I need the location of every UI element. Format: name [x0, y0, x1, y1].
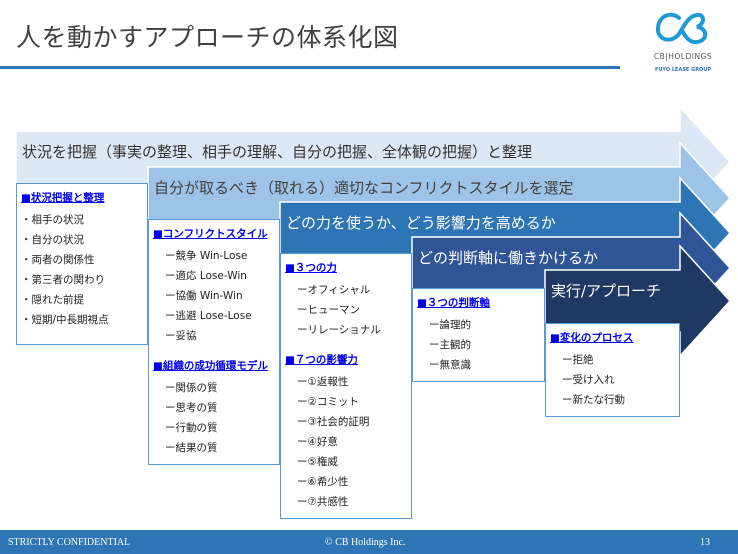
- page-number: 13: [700, 537, 710, 548]
- list-item: ・自分の状況: [21, 234, 84, 246]
- list-item: ー①返報性: [297, 376, 349, 388]
- list-item: ー行動の質: [165, 422, 218, 434]
- band-label-5: 実行/アプローチ: [551, 282, 662, 300]
- list-item: ー③社会的証明: [297, 416, 370, 428]
- section-heading-link[interactable]: ■７つの影響力: [285, 354, 358, 366]
- detail-box-4: ■３つの判断軸ー論理的ー主観的ー無意識: [412, 288, 545, 382]
- title-underline: [0, 66, 620, 69]
- list-item: ーヒューマン: [297, 304, 360, 316]
- list-item: ー結果の質: [165, 442, 218, 454]
- list-item: ーオフィシャル: [297, 284, 371, 296]
- list-item: ー関係の質: [165, 382, 218, 394]
- section-heading-link[interactable]: ■３つの判断軸: [417, 297, 490, 309]
- list-item: ・隠れた前提: [21, 294, 84, 306]
- list-item: ・第三者の関わり: [21, 274, 105, 286]
- list-item: ー協働 Win-Win: [165, 290, 243, 302]
- band-label-4: どの判断軸に働きかけるか: [418, 249, 599, 267]
- band-label-1: 状況を把握（事実の整理、相手の理解、自分の把握、全体観の把握）と整理: [22, 143, 533, 161]
- list-item: ー論理的: [429, 319, 471, 331]
- list-item: ー⑥希少性: [297, 476, 349, 488]
- list-item: ー④好意: [297, 436, 338, 448]
- list-item: ー主観的: [429, 339, 471, 351]
- list-item: ・相手の状況: [21, 214, 84, 226]
- section-heading-link[interactable]: ■組織の成功循環モデル: [153, 360, 268, 372]
- detail-box-1: ■状況把握と整理・相手の状況・自分の状況・両者の関係性・第三者の関わり・隠れた前…: [16, 183, 148, 345]
- section-heading-link[interactable]: ■３つの力: [285, 262, 337, 274]
- list-item: ー受け入れ: [562, 374, 615, 386]
- company-logo: CB|HOLDINGS FUYO LEASE GROUP: [638, 10, 728, 82]
- list-item: ー逃避 Lose-Lose: [165, 310, 252, 322]
- list-item: ー競争 Win-Lose: [165, 250, 248, 262]
- list-item: ・短期/中長期視点: [21, 314, 109, 326]
- list-item: ー拒絶: [562, 354, 594, 366]
- list-item: ー②コミット: [297, 396, 359, 408]
- band-label-2: 自分が取るべき（取れる）適切なコンフリクトスタイルを選定: [154, 179, 574, 197]
- list-item: ーリレーショナル: [297, 324, 381, 336]
- section-heading-link[interactable]: ■状況把握と整理: [21, 192, 105, 204]
- detail-box-3: ■３つの力ーオフィシャルーヒューマンーリレーショナル ■７つの影響力ー①返報性ー②…: [280, 253, 412, 519]
- detail-box-2: ■コンフリクトスタイルー競争 Win-Lose ー適応 Lose-Win ー協働 W…: [148, 219, 280, 465]
- list-item: ー⑦共感性: [297, 496, 349, 508]
- section-heading-link[interactable]: ■変化のプロセス: [550, 332, 634, 344]
- list-item: ー新たな行動: [562, 394, 625, 406]
- footer-confidential: STRICTLY CONFIDENTIAL: [8, 537, 131, 548]
- band-label-3: どの力を使うか、どう影響力を高めるか: [286, 214, 556, 232]
- detail-box-5: ■変化のプロセスー拒絶ー受け入れー新たな行動: [545, 323, 680, 417]
- cb-logo-icon: [656, 12, 708, 45]
- list-item: ー無意識: [429, 359, 471, 371]
- page-title: 人を動かすアプローチの体系化図: [16, 23, 399, 52]
- list-item: ー⑤権威: [297, 456, 338, 468]
- list-item: ・両者の関係性: [21, 254, 95, 266]
- footer: STRICTLY CONFIDENTIAL © CB Holdings Inc.…: [0, 530, 738, 554]
- list-item: ー思考の質: [165, 402, 218, 414]
- section-heading-link[interactable]: ■コンフリクトスタイル: [153, 228, 268, 240]
- logo-group: FUYO LEASE GROUP: [654, 67, 712, 73]
- logo-company: CB|HOLDINGS: [653, 52, 713, 61]
- list-item: ー適応 Lose-Win: [165, 270, 247, 282]
- list-item: ー妥協: [165, 330, 197, 342]
- footer-copyright: © CB Holdings Inc.: [325, 537, 406, 548]
